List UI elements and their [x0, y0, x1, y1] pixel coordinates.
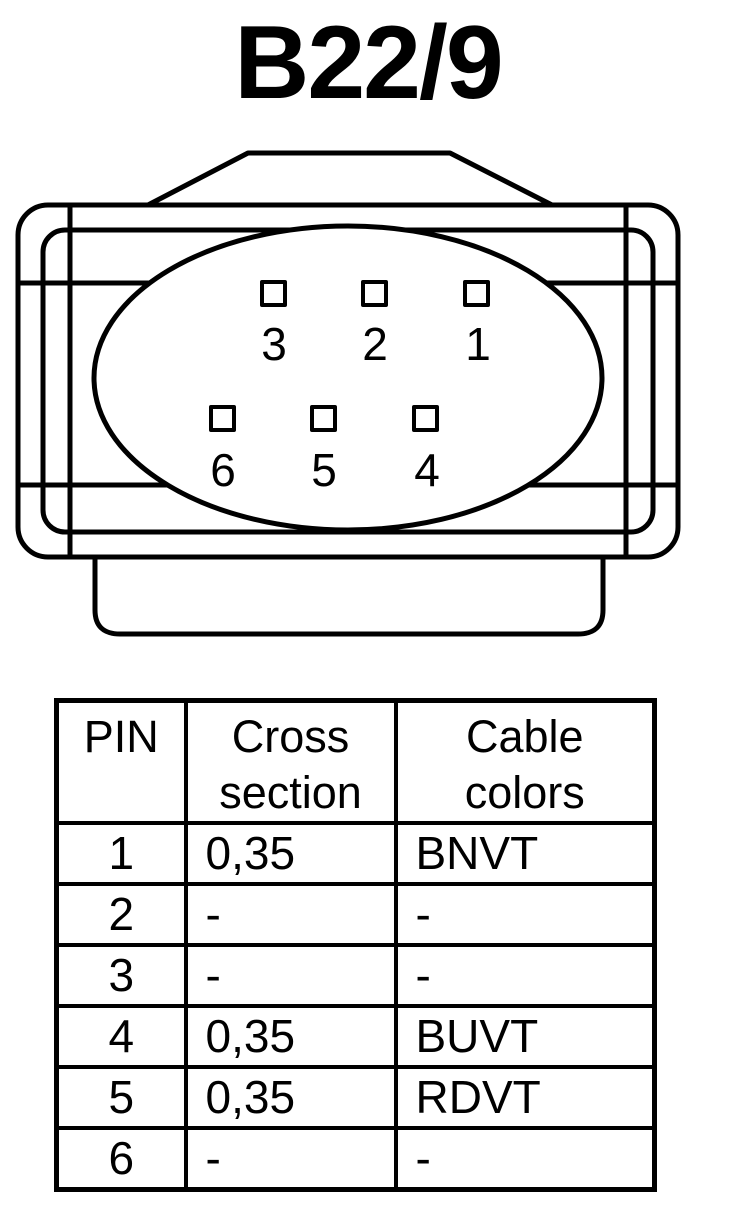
header-cross-line2: section	[219, 767, 362, 818]
table-row: 6 - -	[54, 1125, 657, 1192]
row-pin: 2	[54, 881, 188, 947]
header-cross-section: Cross section	[183, 698, 398, 825]
pin-label-3: 3	[261, 318, 287, 370]
table-row: 1 0,35 BNVT	[54, 821, 657, 886]
pin-label-2: 2	[362, 318, 388, 370]
row-pin: 4	[54, 1003, 188, 1069]
pin-2-contact	[361, 280, 388, 307]
connector-latch	[146, 150, 554, 208]
connector-title: B22/9	[234, 5, 504, 121]
row-cross-section: -	[183, 942, 398, 1008]
row-cross-section: -	[183, 1125, 398, 1192]
header-cable-colors: Cable colors	[393, 698, 657, 825]
pin-5-contact	[310, 405, 337, 432]
header-pin: PIN	[54, 698, 188, 825]
row-cable-color: -	[393, 881, 657, 947]
row-cable-color: RDVT	[393, 1064, 657, 1130]
table-row: 5 0,35 RDVT	[54, 1064, 657, 1130]
pin-3-contact	[260, 280, 287, 307]
table-row: 4 0,35 BUVT	[54, 1003, 657, 1069]
connector-outer-housing	[15, 202, 681, 560]
header-cross-line1: Cross	[231, 711, 350, 762]
row-cross-section: -	[183, 881, 398, 947]
row-cable-color: -	[393, 942, 657, 1008]
row-cross-section: 0,35	[183, 1003, 398, 1069]
row-cable-color: -	[393, 1125, 657, 1192]
table-row: 2 - -	[54, 881, 657, 947]
pin-label-4: 4	[414, 444, 440, 496]
row-pin: 3	[54, 942, 188, 1008]
pin-4-contact	[412, 405, 439, 432]
connector-face	[91, 223, 605, 533]
table-header-row: PIN Cross section Cable colors	[54, 698, 657, 825]
pin-label-6: 6	[210, 444, 236, 496]
row-pin: 5	[54, 1064, 188, 1130]
row-pin: 6	[54, 1125, 188, 1192]
row-cable-color: BNVT	[393, 821, 657, 886]
pin-label-5: 5	[311, 444, 337, 496]
row-cross-section: 0,35	[183, 1064, 398, 1130]
connector-skirt	[92, 557, 606, 637]
header-pin-text: PIN	[83, 711, 159, 762]
row-cable-color: BUVT	[393, 1003, 657, 1069]
row-cross-section: 0,35	[183, 821, 398, 886]
pin-label-1: 1	[465, 318, 491, 370]
header-colors-line1: Cable	[465, 711, 584, 762]
connector-diagram: 3 2 1 6 5 4	[15, 150, 681, 637]
pin-assignment-table: PIN Cross section Cable colors 1 0,35 BN…	[54, 698, 657, 1192]
header-colors-line2: colors	[464, 767, 585, 818]
pin-1-contact	[463, 280, 490, 307]
table-row: 3 - -	[54, 942, 657, 1008]
row-pin: 1	[54, 821, 188, 886]
pin-6-contact	[209, 405, 236, 432]
